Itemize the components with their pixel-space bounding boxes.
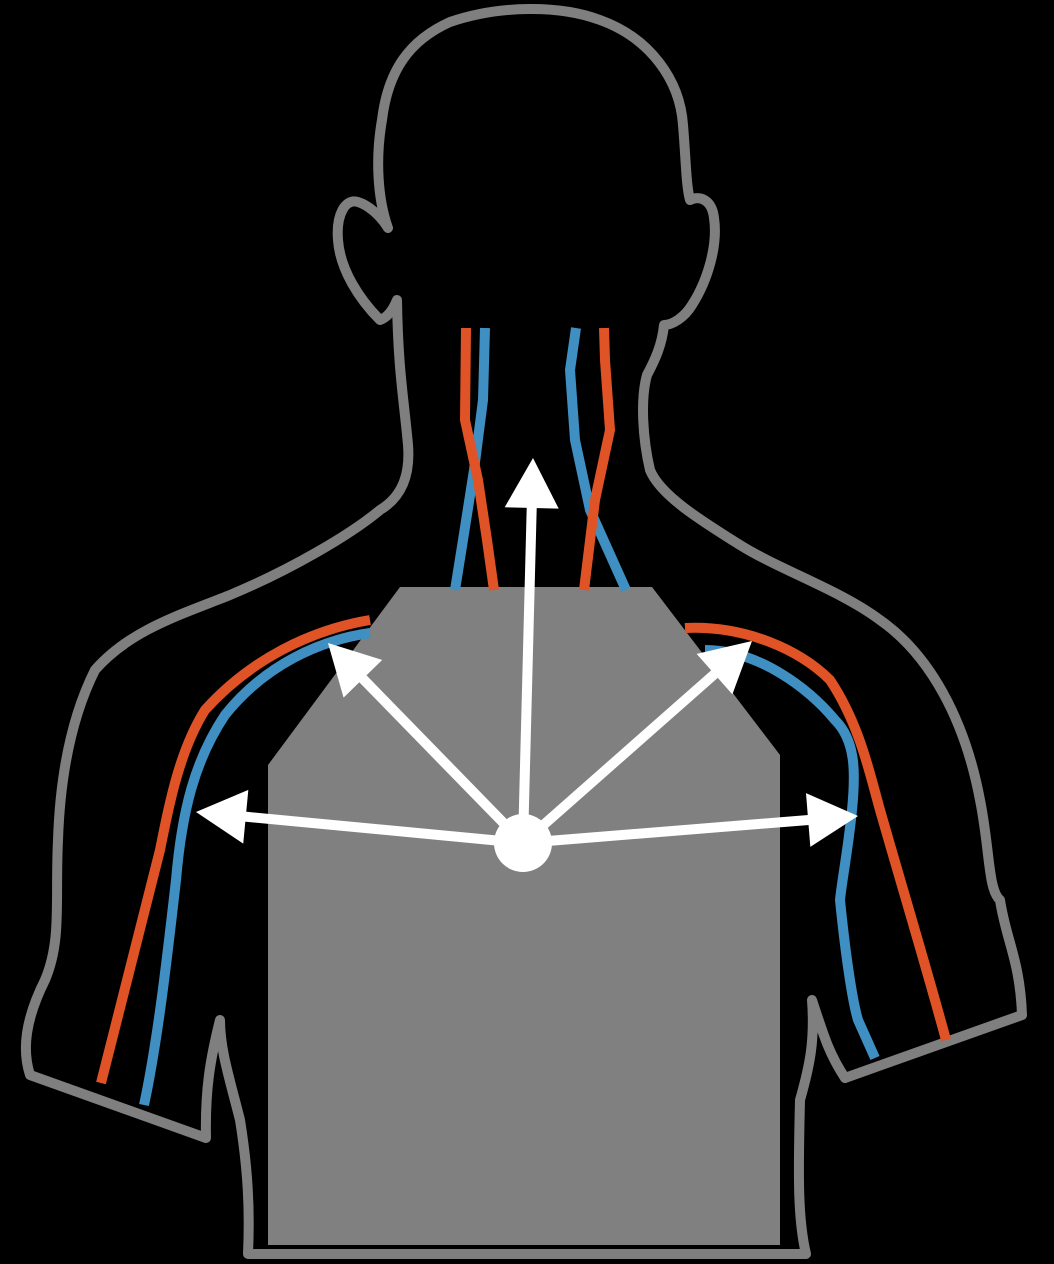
center-point-icon: [494, 814, 552, 872]
